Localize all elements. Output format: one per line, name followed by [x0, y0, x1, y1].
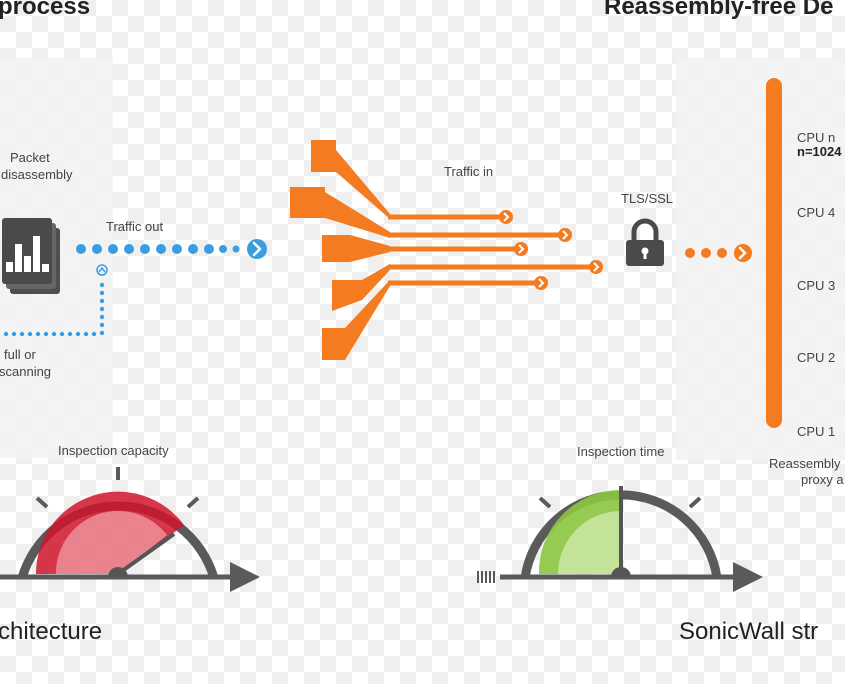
traffic-in-label: Traffic in	[444, 164, 494, 179]
cpu-bar	[766, 78, 782, 428]
left-gauge-label: Inspection capacity	[58, 443, 169, 458]
traffic-out-dots	[76, 244, 240, 254]
right-gauge-label: Inspection time	[577, 444, 665, 459]
feedback-dots	[3, 282, 105, 337]
chevron-right-icon	[247, 239, 267, 259]
cpu-count-label: n=1024	[797, 144, 842, 159]
tls-dots	[685, 248, 727, 258]
chevron-right-icon	[734, 244, 752, 262]
reassembly-label-1: Reassembly	[769, 456, 841, 471]
cpu-3-label: CPU 3	[797, 278, 836, 293]
scan-label-1: full or	[4, 347, 36, 362]
chevron-right-icon	[589, 260, 603, 274]
traffic-out-label: Traffic out	[106, 219, 164, 234]
scan-label-2: scanning	[0, 364, 52, 379]
cpu-n-label: CPU n	[797, 130, 836, 145]
stream-chevrons	[499, 210, 603, 290]
cpu-2-label: CPU 2	[797, 350, 836, 365]
chevron-right-icon	[558, 228, 572, 242]
packet-label-2: disassembly	[1, 167, 73, 182]
chevron-up-icon	[96, 264, 108, 276]
padlock-icon	[626, 218, 664, 266]
reassembly-label-2: proxy a	[801, 472, 844, 487]
gauge-icon	[500, 486, 763, 592]
chevron-right-icon	[499, 210, 513, 224]
chevron-right-icon	[534, 276, 548, 290]
cpu-1-label: CPU 1	[797, 424, 836, 439]
stacked-chart-icon	[2, 218, 60, 294]
right-bottom-title: SonicWall str	[679, 618, 819, 645]
cpu-4-label: CPU 4	[797, 205, 836, 220]
left-heading: process	[0, 0, 91, 20]
gauge-icon	[0, 467, 260, 592]
traffic-streams	[290, 140, 590, 360]
right-heading: Reassembly-free De	[604, 0, 834, 20]
packet-label-1: Packet	[10, 150, 50, 165]
left-bottom-title: chitecture	[0, 618, 103, 645]
right-panel	[676, 58, 845, 460]
tls-label: TLS/SSL	[621, 191, 674, 206]
chevron-right-icon	[514, 242, 528, 256]
gauge-tail-ticks	[477, 571, 495, 583]
